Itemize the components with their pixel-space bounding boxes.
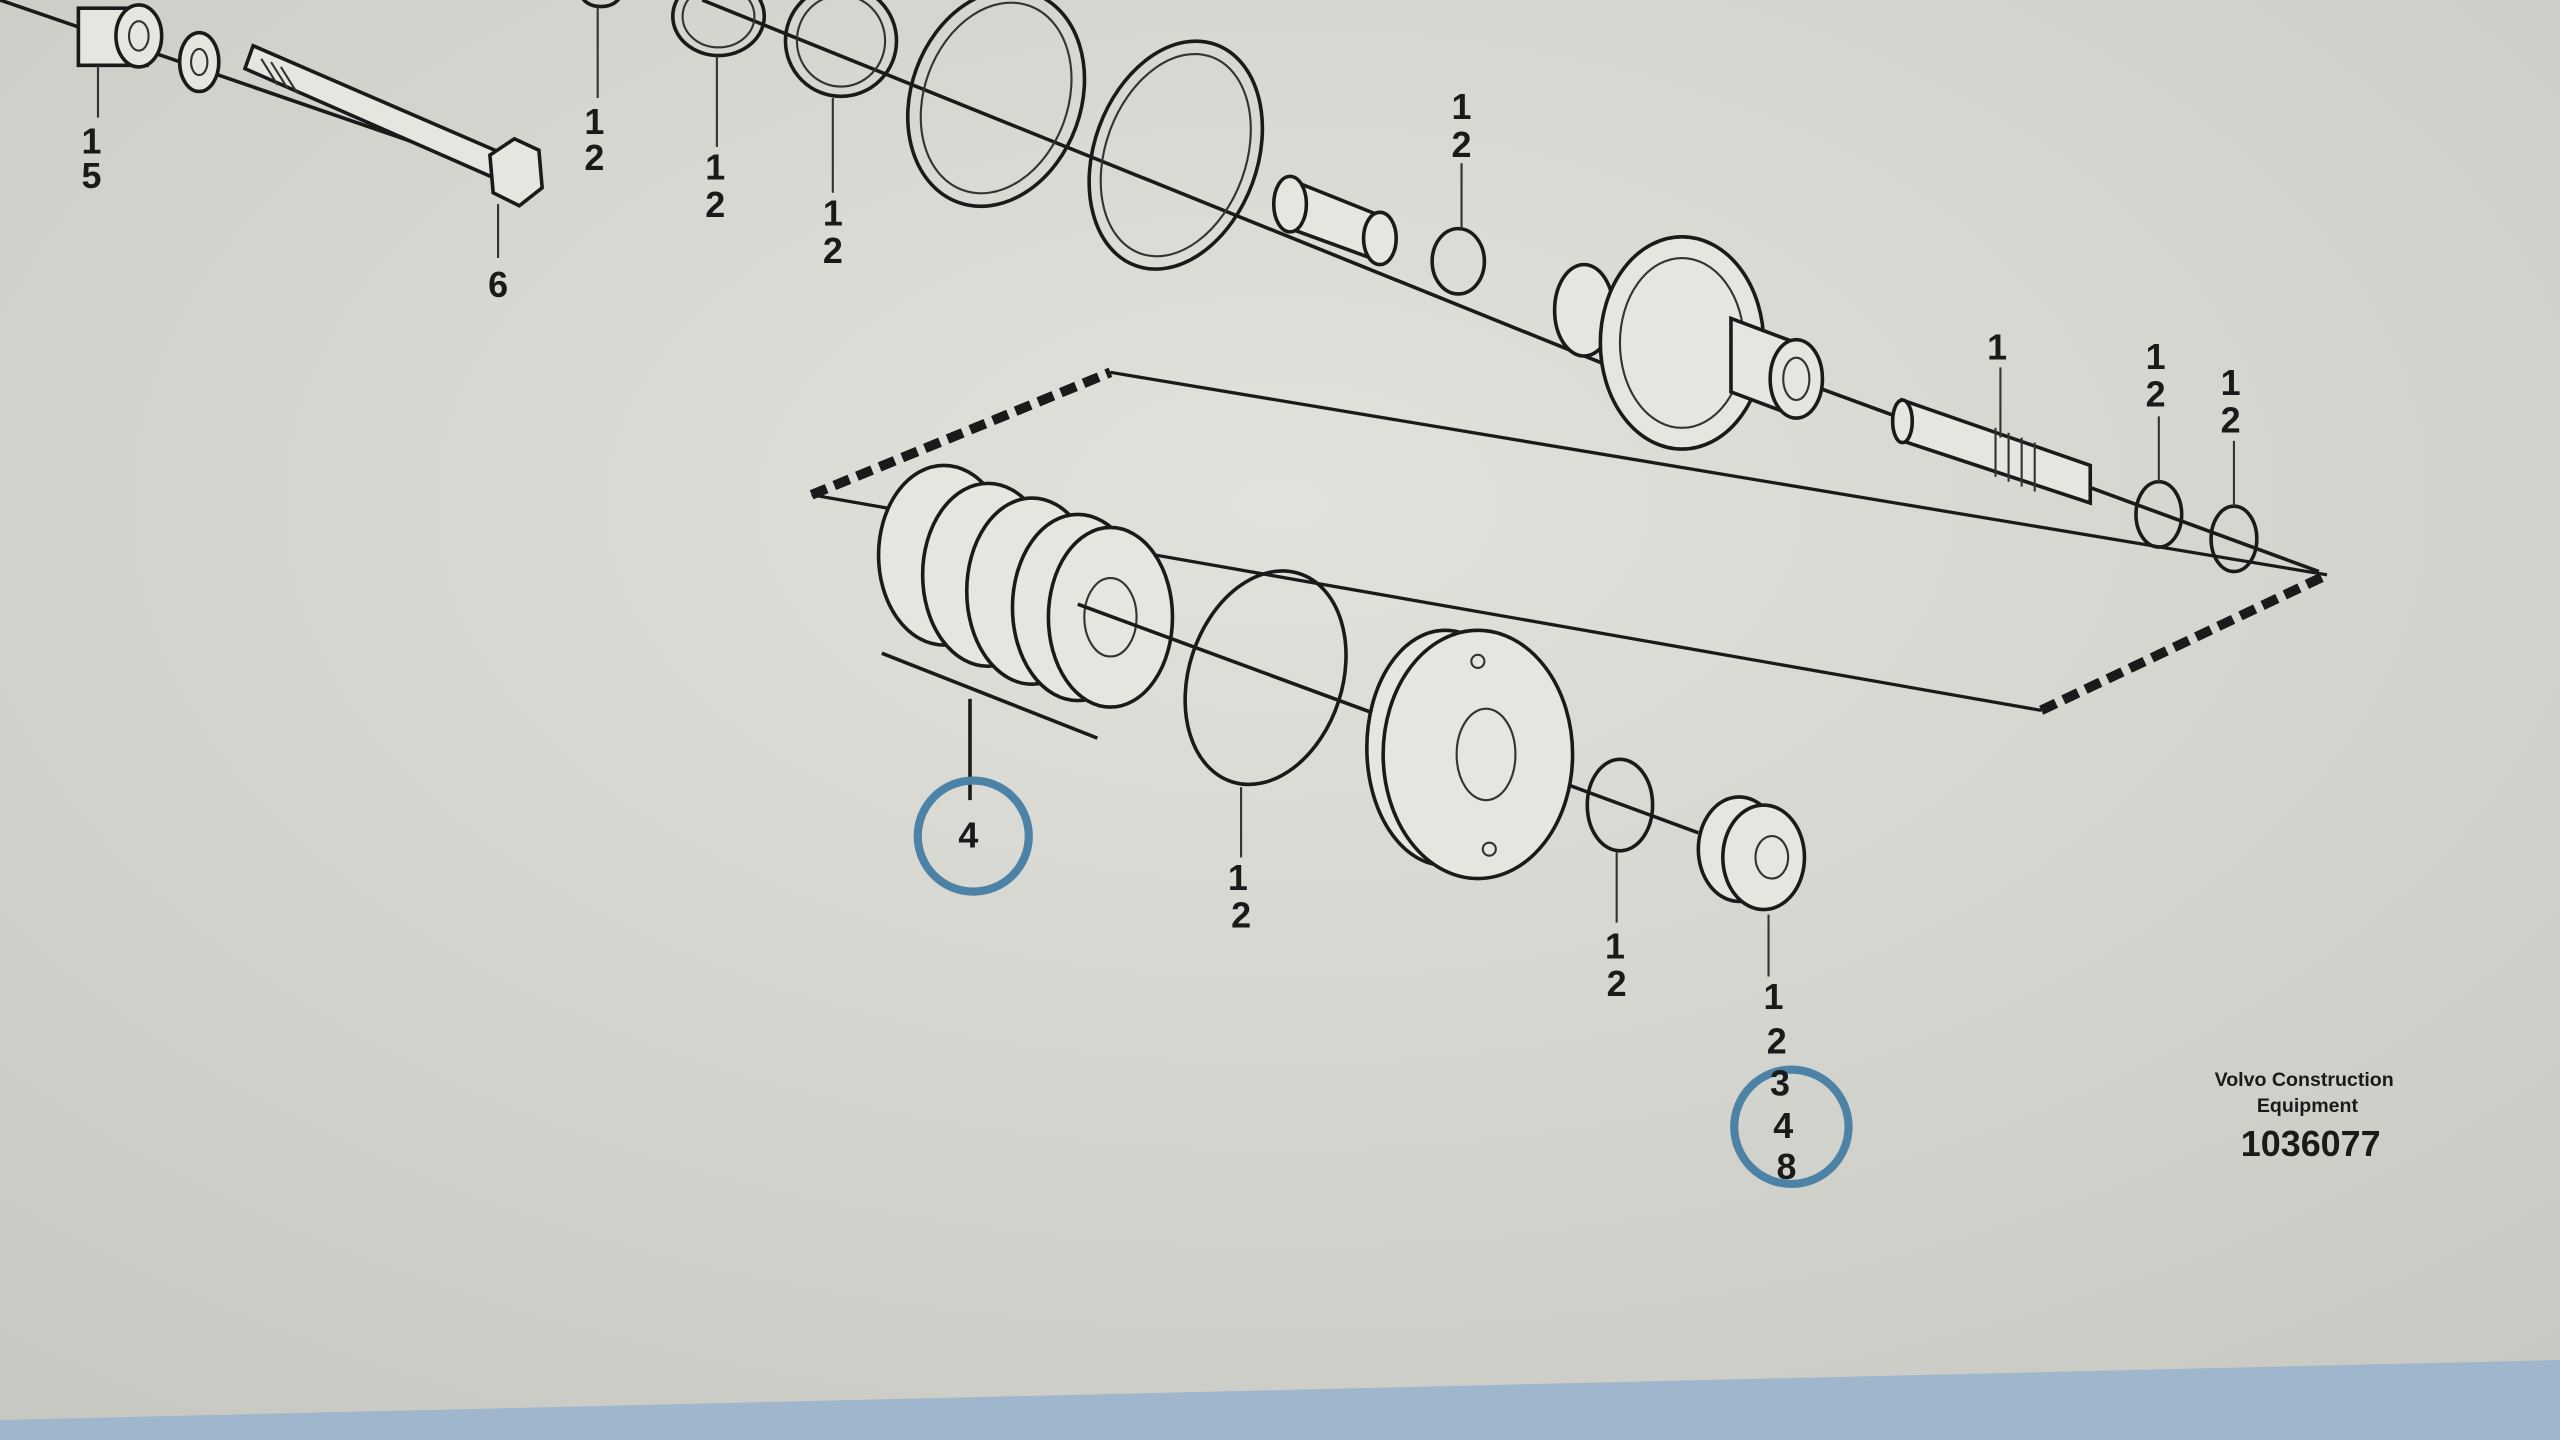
callout-label: 3 <box>1770 1063 1790 1104</box>
callout-label: 1 <box>584 101 604 142</box>
bolt-part <box>242 43 545 208</box>
callout-label: 1 <box>1605 926 1625 967</box>
highlight-circle <box>1730 1065 1853 1189</box>
callout-label: 6 <box>488 264 508 305</box>
callout-label: 2 <box>584 137 604 178</box>
o-rings-top <box>581 0 1634 378</box>
sleeve-part <box>1271 174 1399 267</box>
screen-bottom-edge <box>0 1360 2560 1440</box>
callout-label: 2 <box>1231 895 1251 936</box>
washer-part <box>177 30 221 94</box>
o-ring-small <box>1585 757 1655 853</box>
callout-label: 2 <box>823 230 843 271</box>
callout-label: 1 <box>2146 336 2166 377</box>
callout-label: 1 <box>705 147 725 188</box>
callout-label: 2 <box>2146 374 2166 415</box>
publisher-name: Volvo Construction <box>2215 1069 2394 1091</box>
o-ring-large <box>1183 569 1348 787</box>
highlight-circle <box>913 776 1033 896</box>
callout-label: 1 <box>81 121 101 162</box>
callout-label: 4 <box>958 815 978 856</box>
o-ring-small <box>1430 226 1487 296</box>
plug-part <box>1696 795 1807 912</box>
leader-lines <box>96 6 2236 977</box>
callout-label: 1 <box>1987 326 2007 367</box>
callout-label: 2 <box>1767 1020 1787 1061</box>
callout-label: 2 <box>1607 963 1627 1004</box>
callout-label: 5 <box>81 155 101 196</box>
callout-label: 1 <box>823 192 843 233</box>
callout-label: 1 <box>1763 976 1783 1017</box>
publisher-name: Equipment <box>2257 1095 2359 1117</box>
callout-label: 1 <box>1228 857 1248 898</box>
piston-part <box>1552 234 1825 451</box>
callout-label: 1 <box>1452 86 1472 127</box>
end-plate-part <box>1365 628 1575 881</box>
callout-label: 2 <box>2221 400 2241 441</box>
callout-label: 2 <box>1452 124 1472 165</box>
callout-label: 4 <box>1773 1105 1793 1146</box>
callout-label: 8 <box>1777 1146 1797 1187</box>
callout-label: 2 <box>705 184 725 225</box>
callout-label: 1 <box>2221 362 2241 403</box>
spool-part <box>1890 397 2093 506</box>
illustration-number: 1036077 <box>2241 1123 2381 1164</box>
